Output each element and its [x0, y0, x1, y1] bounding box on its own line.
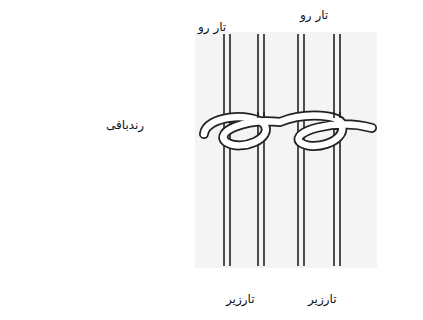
top-warp-label: تار رو — [300, 8, 328, 22]
bottom-warp-label: تارزیر — [226, 292, 255, 306]
top-warp-label: تار رو — [198, 20, 226, 34]
weave-type-label: رندبافی — [106, 118, 144, 132]
weft-yarn — [204, 116, 372, 146]
warp-over-weft — [258, 112, 340, 118]
bottom-warp-label: تارزیر — [308, 292, 337, 306]
illustration-ground — [195, 32, 377, 268]
